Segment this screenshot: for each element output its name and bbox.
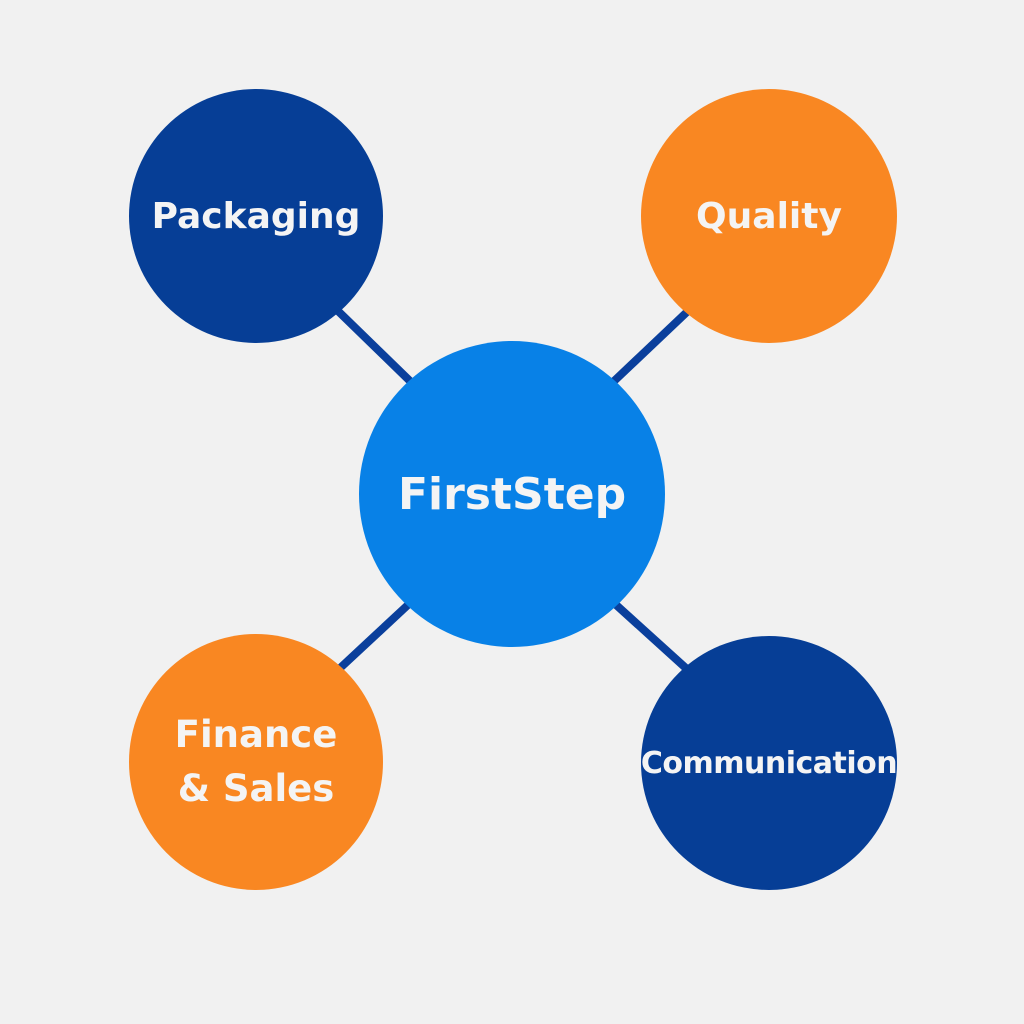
connector-quality [609,308,691,386]
node-finance-sales: Finance & Sales [129,634,383,890]
node-center-firststep: FirstStep [359,341,665,647]
connector-communication [611,600,691,673]
connector-finance-sales [335,600,413,673]
node-communication-label: Communication [640,745,898,781]
node-finance-sales-label: Finance & Sales [174,713,338,810]
node-quality-label: Quality [696,195,842,237]
node-quality: Quality [641,89,897,343]
node-center-label: FirstStep [397,468,627,520]
node-communication: Communication [640,636,898,890]
connector-packaging [335,308,415,386]
node-packaging: Packaging [129,89,383,343]
node-packaging-label: Packaging [151,195,361,237]
